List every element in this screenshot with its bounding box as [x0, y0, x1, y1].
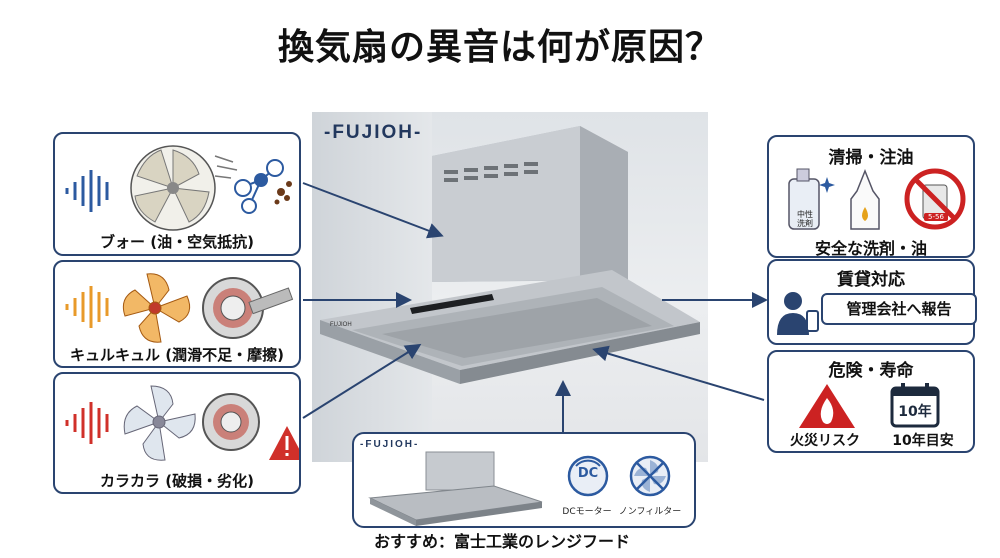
non-filter-label: ノンフィルター	[618, 507, 682, 517]
recommended-hood-image	[368, 451, 543, 526]
danger-title: 危険・寿命	[828, 361, 914, 381]
dc-motor-icon	[567, 455, 609, 497]
recommend-label: おすすめ：富士工業のレンジフード	[373, 532, 630, 551]
bearing-icon	[202, 277, 294, 339]
cause-card-damage: カラカラ (破損・劣化)	[53, 372, 301, 494]
svg-text:FUJIOH: FUJIOH	[330, 322, 352, 328]
warning-icon	[269, 426, 299, 460]
fan-icon	[130, 145, 216, 231]
cleaning-title: 清掃・注油	[828, 148, 914, 168]
broken-fan-icon	[123, 385, 196, 461]
calendar-text: 10年	[898, 404, 932, 420]
brand-logo-main: -FUJIOH-	[324, 122, 423, 143]
bottle-text: 中性 洗剤	[797, 210, 813, 228]
cleaning-caption: 安全な洗剤・油	[814, 239, 927, 258]
range-hood-illustration: FUJIOH	[320, 126, 700, 384]
cause-label-oil: ブォー (油・空気抵抗)	[100, 233, 254, 251]
cause-label-friction: キュルキュル (潤滑不足・摩擦)	[70, 346, 284, 364]
oil-bottle-icon	[850, 168, 880, 230]
solution-card-danger: 危険・寿命 10年 火災リスク 10年目安	[767, 350, 975, 453]
bearing-icon	[202, 393, 260, 451]
cleaning-supplies-illustration	[788, 168, 966, 230]
sound-wave-icon	[65, 286, 109, 328]
person-phone-icon	[777, 292, 819, 335]
page-title: 換気扇の異音は何が原因？	[277, 27, 722, 68]
detergent-bottle-icon	[788, 168, 820, 230]
rental-title: 賃貸対応	[837, 270, 905, 290]
spray-text: 5-56	[924, 213, 948, 221]
friction-illustration	[65, 273, 294, 343]
dc-icon-text: DC	[577, 466, 599, 481]
prohibited-spray-icon	[904, 168, 966, 230]
lifespan-label: 10年目安	[892, 433, 954, 449]
brand-logo-small: -FUJIOH-	[360, 439, 420, 450]
sound-wave-icon	[65, 402, 109, 444]
sound-wave-icon	[65, 170, 109, 212]
fire-warning-icon	[799, 384, 855, 428]
cause-card-oil: ブォー (油・空気抵抗)	[53, 132, 301, 256]
solution-card-cleaning: 清掃・注油 中性 洗剤 5-56 安全な洗剤・油	[767, 135, 975, 258]
calendar-icon	[890, 383, 940, 428]
damage-illustration	[65, 385, 299, 461]
airflow-icon	[214, 155, 238, 179]
fan-icon	[122, 273, 191, 343]
cause-label-damage: カラカラ (破損・劣化)	[100, 472, 254, 490]
fire-risk-label: 火災リスク	[790, 433, 860, 449]
report-management-pill: 管理会社へ報告	[821, 293, 977, 325]
cause-card-friction: キュルキュル (潤滑不足・摩擦)	[53, 260, 301, 368]
dc-motor-label: DCモーター	[562, 507, 612, 517]
solution-card-rental: 賃貸対応 管理会社へ報告	[767, 259, 977, 345]
non-filter-icon	[629, 455, 671, 497]
molecule-icon	[234, 159, 292, 214]
oil-fan-illustration	[65, 145, 292, 231]
recommend-card: -FUJIOH- DC DCモーター ノンフィルター	[352, 432, 696, 528]
sparkle-icon	[819, 177, 835, 193]
range-hood-photo: -FUJIOH- FUJIOH	[312, 112, 708, 462]
